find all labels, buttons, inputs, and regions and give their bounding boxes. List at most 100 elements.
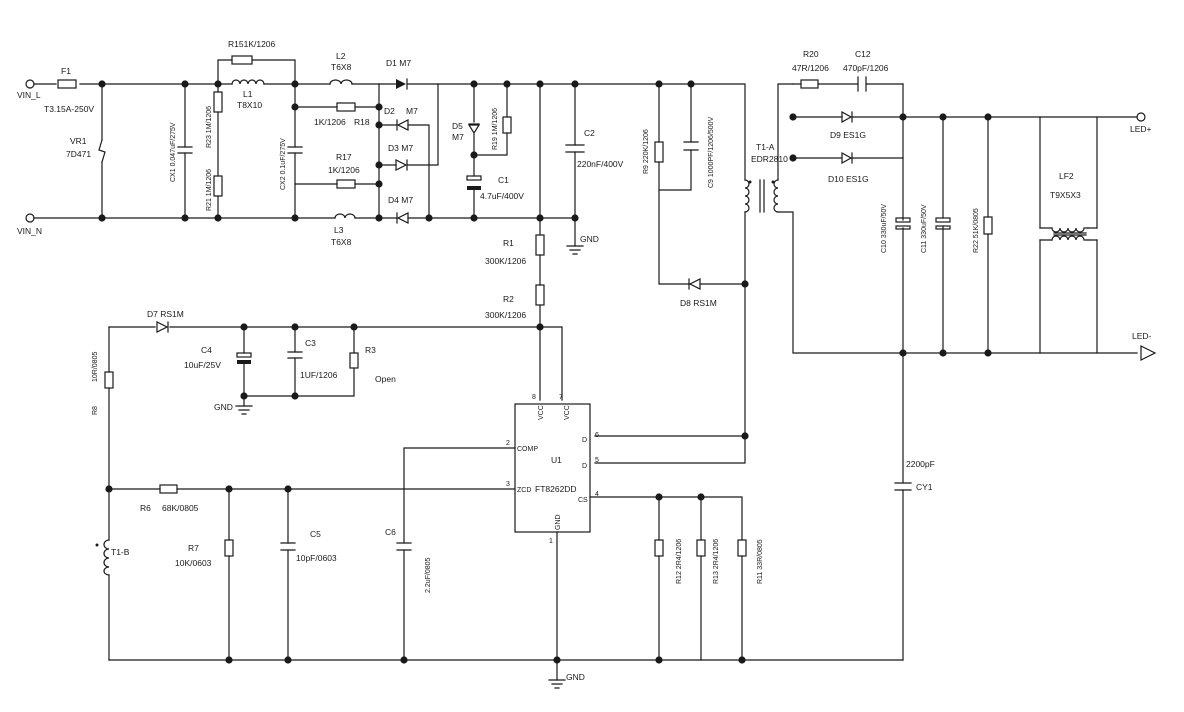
svg-text:7D471: 7D471 xyxy=(66,149,91,159)
resistor-r11: R11 33R/0805 xyxy=(737,539,764,584)
svg-text:VCC: VCC xyxy=(538,405,545,420)
svg-text:GND: GND xyxy=(214,402,233,412)
resistor-r13: R13 2R4/1206 xyxy=(696,539,720,584)
capacitor-cy1: 2200pF CY1 xyxy=(894,459,935,492)
svg-text:D8 RS1M: D8 RS1M xyxy=(680,298,717,308)
svg-text:C12: C12 xyxy=(855,49,871,59)
ground-symbol-top: GND xyxy=(566,234,599,255)
svg-text:68K/0805: 68K/0805 xyxy=(162,503,199,513)
svg-text:R18: R18 xyxy=(354,117,370,127)
svg-text:C6: C6 xyxy=(385,527,396,537)
label-vin-l: VIN_L xyxy=(17,90,41,100)
svg-text:FT8262DD: FT8262DD xyxy=(535,484,577,494)
svg-text:LF2: LF2 xyxy=(1059,171,1074,181)
svg-text:T8X10: T8X10 xyxy=(237,100,262,110)
svg-text:D: D xyxy=(582,437,587,444)
svg-text:R6: R6 xyxy=(140,503,151,513)
capacitor-c5: C5 10pF/0603 xyxy=(280,529,337,563)
svg-text:1UF/1206: 1UF/1206 xyxy=(300,370,338,380)
svg-text:C3: C3 xyxy=(305,338,316,348)
wires xyxy=(33,59,1138,681)
capacitor-c10: C10 330uF/50V xyxy=(881,204,911,253)
diode-d10: D10 ES1G xyxy=(828,151,869,184)
svg-text:U1: U1 xyxy=(551,455,562,465)
svg-text:T6X8: T6X8 xyxy=(331,237,352,247)
svg-text:L2: L2 xyxy=(336,51,346,61)
svg-text:D7 RS1M: D7 RS1M xyxy=(147,309,184,319)
svg-text:T1-B: T1-B xyxy=(111,547,130,557)
svg-text:R2: R2 xyxy=(503,294,514,304)
capacitor-c11: C11 330uF/50V xyxy=(921,204,951,253)
diode-d1: D1 M7 xyxy=(386,58,411,90)
svg-text:C9 1000PF/1206/500V: C9 1000PF/1206/500V xyxy=(708,116,715,188)
capacitor-c9: C9 1000PF/1206/500V xyxy=(683,116,715,188)
varistor-vr1: VR1 7D471 xyxy=(66,136,106,163)
svg-text:EDR2810: EDR2810 xyxy=(751,154,788,164)
svg-text:R19 1M/1206: R19 1M/1206 xyxy=(492,108,499,150)
svg-text:R12 2R4/1206: R12 2R4/1206 xyxy=(676,539,683,584)
svg-text:T3.15A-250V: T3.15A-250V xyxy=(44,104,94,114)
svg-text:R1: R1 xyxy=(503,238,514,248)
svg-text:D5: D5 xyxy=(452,121,463,131)
transformer-t1a: T1-A EDR2810 xyxy=(744,142,788,213)
svg-text:2: 2 xyxy=(506,440,510,447)
svg-text:2200pF: 2200pF xyxy=(906,459,935,469)
svg-text:D: D xyxy=(582,463,587,470)
svg-text:300K/1206: 300K/1206 xyxy=(485,310,526,320)
resistor-r7: R7 10K/0603 xyxy=(175,539,234,568)
svg-text:R13 2R4/1206: R13 2R4/1206 xyxy=(713,539,720,584)
inductor-l3: L3 T6X8 xyxy=(331,213,356,247)
svg-text:D10 ES1G: D10 ES1G xyxy=(828,174,869,184)
svg-text:4: 4 xyxy=(595,491,599,498)
svg-text:10pF/0603: 10pF/0603 xyxy=(296,553,337,563)
svg-text:10R/0805: 10R/0805 xyxy=(92,352,99,382)
label-vin-n: VIN_N xyxy=(17,226,42,236)
transformer-t1b: T1-B xyxy=(95,539,130,576)
diode-d8: D8 RS1M xyxy=(680,278,717,308)
svg-text:R23 1M/1206: R23 1M/1206 xyxy=(206,106,213,148)
diode-d5: D5 M7 xyxy=(452,121,481,142)
svg-text:M7: M7 xyxy=(406,106,418,116)
label-led-plus: LED+ xyxy=(1130,124,1152,134)
svg-text:300K/1206: 300K/1206 xyxy=(485,256,526,266)
svg-text:CY1: CY1 xyxy=(916,482,933,492)
svg-text:GND: GND xyxy=(580,234,599,244)
svg-text:1: 1 xyxy=(549,538,553,545)
diode-d9: D9 ES1G xyxy=(830,110,866,140)
inductor-l1: L1 T8X10 xyxy=(231,79,265,110)
svg-text:VCC: VCC xyxy=(564,405,571,420)
svg-text:R8: R8 xyxy=(92,406,99,415)
resistor-r3: R3 Open xyxy=(349,345,396,384)
ground-symbol-left: GND xyxy=(214,402,253,415)
svg-text:5: 5 xyxy=(595,457,599,464)
svg-text:T6X8: T6X8 xyxy=(331,62,352,72)
svg-text:C5: C5 xyxy=(310,529,321,539)
svg-text:3: 3 xyxy=(506,481,510,488)
capacitor-cx1: CX1 0.047uF/275V xyxy=(170,122,193,182)
svg-text:M7: M7 xyxy=(452,132,464,142)
svg-text:CX2 0.1uF/275V: CX2 0.1uF/275V xyxy=(280,138,287,190)
capacitor-c2: C2 220nF/400V xyxy=(565,128,624,169)
diode-d7: D7 RS1M xyxy=(147,309,184,333)
svg-text:D9 ES1G: D9 ES1G xyxy=(830,130,866,140)
svg-text:GND: GND xyxy=(566,672,585,682)
capacitor-c3: C3 1UF/1206 xyxy=(287,338,338,380)
terminal-vin-l: VIN_L xyxy=(17,79,41,100)
svg-text:D1 M7: D1 M7 xyxy=(386,58,411,68)
svg-text:R17: R17 xyxy=(336,152,352,162)
svg-text:7: 7 xyxy=(559,394,563,401)
resistor-r15: R151K/1206 xyxy=(228,39,276,65)
svg-text:D2: D2 xyxy=(384,106,395,116)
svg-text:COMP: COMP xyxy=(517,446,538,453)
svg-text:Open: Open xyxy=(375,374,396,384)
inductor-l2: L2 T6X8 xyxy=(329,51,353,85)
fuse-f1: F1 T3.15A-250V xyxy=(44,66,94,114)
svg-text:CX1 0.047uF/275V: CX1 0.047uF/275V xyxy=(170,122,177,182)
capacitor-cx2: CX2 0.1uF/275V xyxy=(280,138,303,190)
resistor-r21: R21 1M/1206 xyxy=(206,169,223,211)
resistor-r22: R22 51K/0805 xyxy=(973,208,993,253)
svg-text:C2: C2 xyxy=(584,128,595,138)
resistor-r20: R20 47R/1206 xyxy=(792,49,829,89)
resistor-r1: R1 300K/1206 xyxy=(485,234,545,266)
terminal-led-plus: LED+ xyxy=(1130,112,1152,134)
